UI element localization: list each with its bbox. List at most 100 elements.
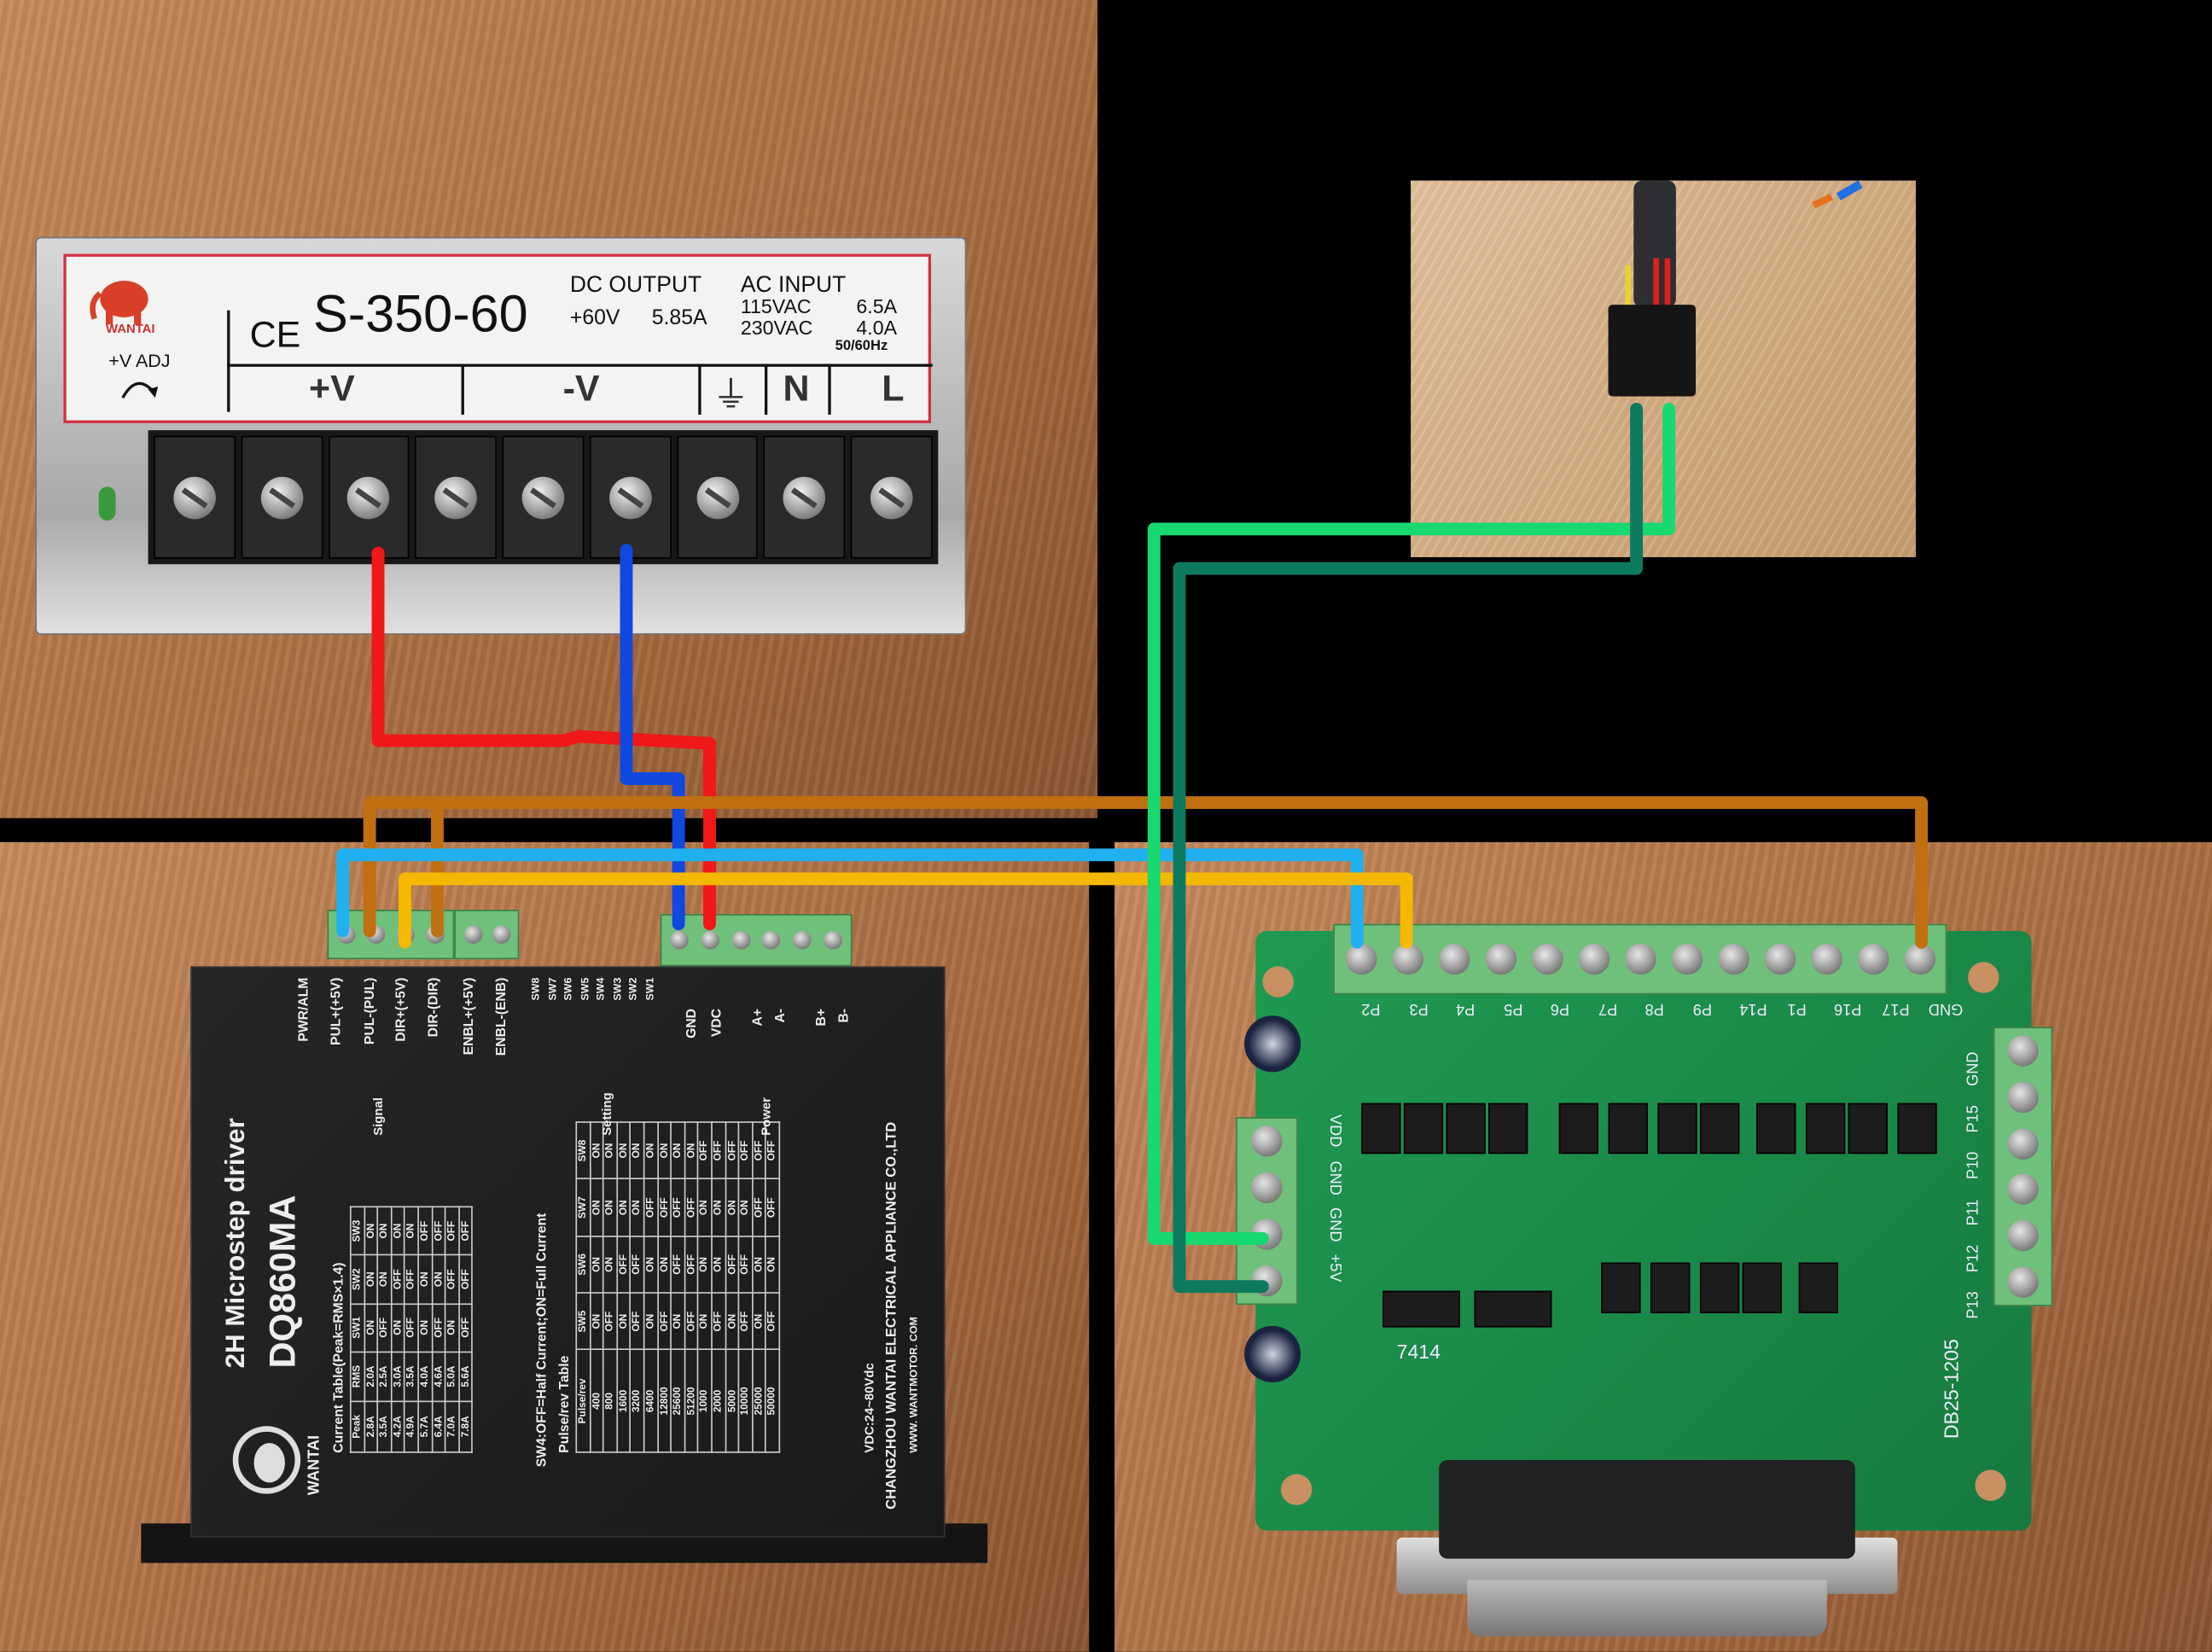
screw-icon[interactable]: [823, 931, 842, 950]
screw-icon[interactable]: [1438, 943, 1470, 975]
ce-mark: CE: [249, 312, 301, 356]
chip-label: 7414: [1396, 1340, 1441, 1363]
screw-icon: [608, 475, 652, 519]
molex-connector: [1608, 305, 1697, 397]
screw-icon[interactable]: [2007, 1127, 2039, 1160]
screw-icon: [783, 475, 826, 519]
capacitor: [1244, 1015, 1301, 1073]
wire-green: [1147, 402, 1676, 1245]
wire-light-blue: [336, 848, 1364, 949]
optocoupler-chip: [1699, 1262, 1740, 1314]
label-divider: [764, 364, 768, 416]
screw-icon[interactable]: [731, 931, 750, 950]
ac-115-current: 6.5A: [856, 294, 898, 317]
psu-terminal[interactable]: [851, 435, 933, 559]
screw-icon: [173, 475, 216, 519]
optocoupler-chip: [1446, 1102, 1486, 1155]
psu-terminal[interactable]: [328, 435, 410, 559]
screw-icon[interactable]: [2007, 1219, 2039, 1252]
optocoupler-chip: [1558, 1102, 1598, 1155]
driver-enable-terminal-block: [454, 910, 520, 960]
wire-red: [371, 546, 716, 931]
screw-icon[interactable]: [1531, 943, 1563, 975]
screw-icon[interactable]: [2007, 1081, 2039, 1114]
psu-terminal-block: [148, 430, 939, 565]
wire-yellow: [399, 872, 1413, 949]
optocoupler-chip: [1756, 1102, 1796, 1155]
optocoupler-chip: [1488, 1102, 1528, 1155]
red-wire: [1653, 258, 1660, 308]
dc-output-current: 5.85A: [651, 305, 707, 330]
screw-icon[interactable]: [1624, 943, 1656, 975]
terminal-l-label: L: [882, 366, 905, 410]
ac-230: 230VAC: [740, 316, 813, 339]
screw-icon: [696, 475, 739, 519]
screw-icon[interactable]: [1903, 943, 1936, 975]
screw-icon[interactable]: [1391, 943, 1423, 975]
db25-connector-body: [1439, 1459, 1855, 1559]
ic-chip: [1474, 1290, 1552, 1328]
psu-terminal[interactable]: [589, 435, 672, 559]
optocoupler-chip: [1699, 1102, 1740, 1155]
capacitor: [1244, 1325, 1301, 1383]
screw-icon[interactable]: [762, 931, 781, 950]
db25-breakout-board: [1244, 931, 2032, 1531]
screw-icon[interactable]: [792, 931, 812, 950]
optocoupler-chip: [1403, 1102, 1444, 1155]
dc-output-voltage: +60V: [569, 305, 620, 330]
power-supply-photo: WANTAI +V ADJ CE S-350-60 DC OUTPUT +60V…: [0, 0, 1098, 818]
screw-icon[interactable]: [1345, 943, 1377, 975]
screw-icon[interactable]: [670, 931, 690, 950]
screw-icon[interactable]: [1577, 943, 1610, 975]
psu-terminal[interactable]: [502, 435, 585, 559]
screw-icon: [260, 475, 303, 519]
board-top-terminal-block[interactable]: [1333, 923, 1947, 995]
screw-icon[interactable]: [463, 925, 482, 944]
ic-chip: [1382, 1290, 1460, 1328]
ac-115: 115VAC: [740, 294, 812, 317]
label-divider: [227, 364, 933, 367]
terminal-n-label: N: [783, 366, 810, 410]
screw-icon[interactable]: [1251, 1126, 1283, 1158]
screw-icon[interactable]: [2007, 1035, 2039, 1067]
ac-230-current: 4.0A: [856, 316, 898, 339]
screw-icon[interactable]: [492, 925, 510, 944]
board-right-terminal-block[interactable]: [1993, 1027, 2053, 1306]
screw-icon[interactable]: [1810, 943, 1842, 975]
psu-terminal[interactable]: [154, 435, 236, 559]
ac-input-title: AC INPUT: [740, 273, 847, 298]
screw-icon[interactable]: [1251, 1172, 1283, 1204]
optocoupler-chip: [1361, 1102, 1401, 1155]
power-supply-label: WANTAI +V ADJ CE S-350-60 DC OUTPUT +60V…: [63, 253, 933, 423]
screw-icon: [521, 475, 565, 519]
screw-icon[interactable]: [1671, 943, 1703, 975]
screw-icon[interactable]: [1764, 943, 1796, 975]
psu-terminal[interactable]: [676, 435, 759, 559]
psu-terminal[interactable]: [241, 435, 323, 559]
label-divider: [227, 310, 230, 412]
optocoupler-chip: [1848, 1102, 1888, 1155]
terminal-plus-v-label: +V: [309, 366, 355, 410]
optocoupler-chip: [1601, 1262, 1641, 1314]
psu-terminal[interactable]: [415, 435, 498, 559]
screw-icon[interactable]: [1484, 943, 1516, 975]
yellow-wire: [1625, 265, 1631, 308]
terminal-ground-label: ⏚: [712, 374, 749, 416]
screw-icon[interactable]: [1857, 943, 1889, 975]
terminal-minus-v-label: -V: [562, 366, 600, 410]
label-divider: [461, 364, 464, 416]
stepper-driver-body: [190, 966, 946, 1538]
driver-power-terminal-block: [660, 914, 853, 967]
screw-icon[interactable]: [2007, 1265, 2039, 1298]
label-divider: [828, 364, 831, 416]
optocoupler-chip: [1608, 1102, 1648, 1155]
screw-icon[interactable]: [2007, 1173, 2039, 1206]
led-icon: [98, 486, 116, 521]
frequency: 50/60Hz: [835, 338, 888, 354]
screw-icon[interactable]: [701, 931, 720, 950]
screw-icon[interactable]: [1717, 943, 1749, 975]
psu-model: S-350-60: [312, 284, 528, 343]
psu-terminal[interactable]: [764, 435, 846, 559]
screw-icon: [434, 475, 478, 519]
